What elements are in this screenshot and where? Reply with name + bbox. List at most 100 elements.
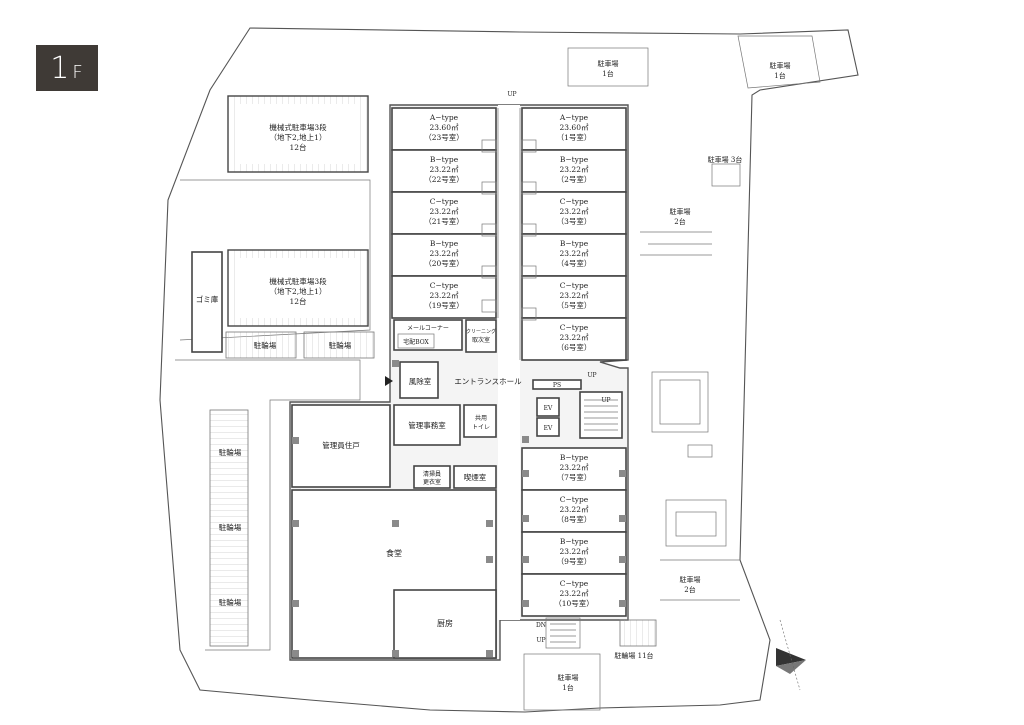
compass-icon xyxy=(776,619,806,691)
toilet-label-2: トイレ xyxy=(472,424,490,431)
unit-3 xyxy=(521,191,627,235)
unit-1 xyxy=(521,107,627,151)
unit-8 xyxy=(521,489,627,533)
unit-7-type: B−type xyxy=(560,453,589,462)
unit-4-area: 23.22㎡ xyxy=(560,249,589,258)
site-boundary xyxy=(159,27,859,713)
cleaner-locker xyxy=(413,465,451,489)
unit-1-area: 23.60㎡ xyxy=(560,123,589,132)
dining-label: 食堂 xyxy=(386,548,402,558)
unit-23-type: A−type xyxy=(429,113,459,122)
unit-21-area: 23.22㎡ xyxy=(430,207,459,216)
unit-8-room: （8号室） xyxy=(557,514,592,524)
unit-19 xyxy=(391,275,497,319)
mech-upper-line2: （地下2,地上1） xyxy=(270,132,327,142)
unit-6-room: （6号室） xyxy=(557,342,592,352)
unit-20-type: B−type xyxy=(430,239,459,248)
stair-up-well: UP xyxy=(601,397,610,404)
vestibule-label: 風除室 xyxy=(409,376,432,386)
unit-8-type: C−type xyxy=(560,495,589,504)
unit-21-type: C−type xyxy=(430,197,459,206)
unit-2-area: 23.22㎡ xyxy=(560,165,589,174)
unit-2 xyxy=(521,149,627,193)
unit-5-type: C−type xyxy=(560,281,589,290)
unit-6-type: C−type xyxy=(560,323,589,332)
cleaning-room xyxy=(465,319,497,353)
unit-5-area: 23.22㎡ xyxy=(560,291,589,300)
mech-upper-line3: 12台 xyxy=(289,142,306,152)
ev2-label: EV xyxy=(544,425,553,432)
unit-3-room: （3号室） xyxy=(557,216,592,226)
unit-4-room: （4号室） xyxy=(557,258,592,268)
unit-8-area: 23.22㎡ xyxy=(560,505,589,514)
unit-21-room: （21号室） xyxy=(424,216,464,226)
unit-19-type: C−type xyxy=(430,281,459,290)
unit-6-area: 23.22㎡ xyxy=(560,333,589,342)
structural-columns xyxy=(292,360,626,657)
parking-right-2a-label: 駐車場 xyxy=(670,207,691,216)
unit-6 xyxy=(521,317,627,361)
kitchen xyxy=(393,589,497,659)
ps-shaft xyxy=(532,379,582,390)
unit-4 xyxy=(521,233,627,277)
cleaning-label-1: クリーニング xyxy=(466,328,496,335)
ev1-label: EV xyxy=(544,405,553,412)
unit-5-room: （5号室） xyxy=(557,300,592,310)
unit-23-area: 23.60㎡ xyxy=(430,123,459,132)
mech-lower-line2: （地下2,地上1） xyxy=(270,286,327,296)
kitchen-label: 厨房 xyxy=(437,618,453,628)
mech-lower-line3: 12台 xyxy=(289,296,306,306)
elevator-1 xyxy=(536,397,560,417)
parking-top-right-count: 1台 xyxy=(774,71,785,80)
mech-lower-line1: 機械式駐車場3段 xyxy=(269,276,327,286)
entrance-arrow-icon xyxy=(385,376,393,386)
cleaning-label-2: 取次室 xyxy=(472,336,490,344)
right-structure xyxy=(651,371,709,433)
right-lower-structure xyxy=(665,499,727,547)
ps-label: PS xyxy=(553,382,561,389)
unit-7 xyxy=(521,447,627,491)
unit-1-room: （1号室） xyxy=(557,132,592,142)
unit-9-type: B−type xyxy=(560,537,589,546)
unit-4-type: B−type xyxy=(560,239,589,248)
bike-label-5: 駐輪場 xyxy=(219,597,242,607)
unit-10-type: C−type xyxy=(560,579,589,588)
unit-2-room: （2号室） xyxy=(557,174,592,184)
unit-9-room: （9号室） xyxy=(557,556,592,566)
unit-20-area: 23.22㎡ xyxy=(430,249,459,258)
parking-top-center-count: 1台 xyxy=(602,69,613,78)
parking-right-3 xyxy=(711,163,741,187)
floor-letter: F xyxy=(72,61,84,83)
elevator-2 xyxy=(536,417,560,437)
unit-22-area: 23.22㎡ xyxy=(430,165,459,174)
office-label: 管理事務室 xyxy=(408,420,446,430)
parking-right-2b-label: 駐車場 xyxy=(680,575,701,584)
unit-3-area: 23.22㎡ xyxy=(560,207,589,216)
parking-bottom-label: 駐車場 xyxy=(558,673,579,682)
public-toilet xyxy=(463,404,497,438)
unit-2-type: B−type xyxy=(560,155,589,164)
unit-19-room: （19号室） xyxy=(424,300,464,310)
unit-23-room: （23号室） xyxy=(424,132,464,142)
unit-9-area: 23.22㎡ xyxy=(560,547,589,556)
smoking-room xyxy=(453,465,497,489)
parking-right-2a-count: 2台 xyxy=(674,217,685,226)
stair-down-bottom: DN xyxy=(536,622,546,629)
floor-number: 1 xyxy=(50,50,71,86)
stair-up-hall: UP xyxy=(587,372,596,379)
unit-20 xyxy=(391,233,497,277)
unit-20-room: （20号室） xyxy=(424,258,464,268)
parking-right-3-label: 駐車場 3台 xyxy=(708,155,743,164)
units-left: A−type 23.60㎡ （23号室） B−type 23.22㎡ （22号室… xyxy=(391,107,497,319)
parking-bottom xyxy=(523,653,601,711)
smoking-label: 喫煙室 xyxy=(464,472,487,482)
parking-top-center-label: 駐車場 xyxy=(598,59,619,68)
bike-area-2 xyxy=(303,331,375,359)
bike-label-3: 駐輪場 xyxy=(219,447,242,457)
parking-top-right-label: 駐車場 xyxy=(770,61,791,70)
units-right-bottom: B−type 23.22㎡ （7号室） C−type 23.22㎡ （8号室） … xyxy=(521,447,627,617)
manager-residence-label: 管理員住戸 xyxy=(322,440,360,450)
unit-10-room: （10号室） xyxy=(554,598,594,608)
mail-corner-label: メールコーナー xyxy=(407,325,449,332)
